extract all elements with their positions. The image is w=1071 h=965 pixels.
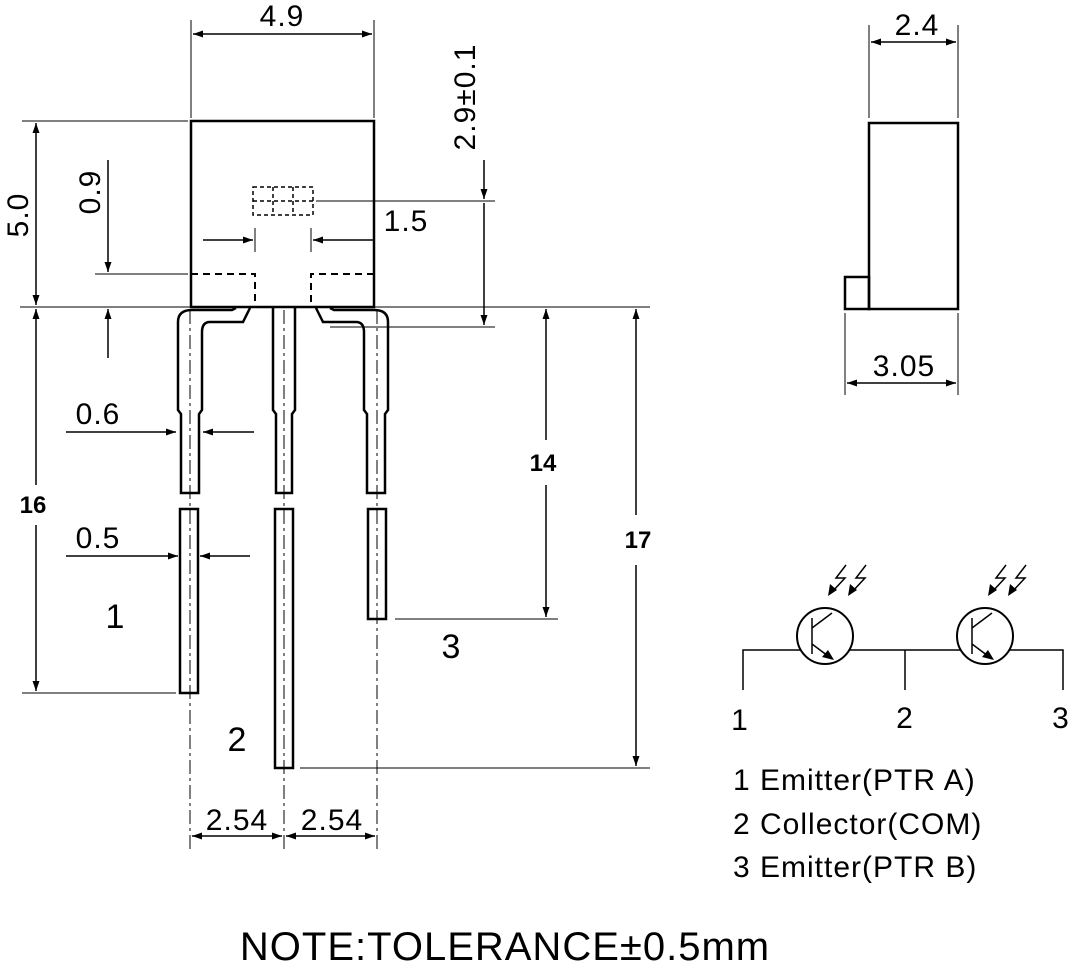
dim-lead-length-17: 17 [625,527,652,554]
dim-body-height: 5.0 [2,193,35,238]
sensor-window [252,186,314,216]
lead-1-upper [176,306,252,495]
leads [176,306,390,850]
tolerance-note: NOTE:TOLERANCE±0.5mm [240,925,770,965]
body-notch-right [310,273,374,307]
front-view [189,119,376,309]
side-body [867,121,960,311]
pin-label-1: 1 [106,598,125,636]
phototransistor-b-symbol [956,564,1027,665]
dim-side-depth: 2.4 [895,9,940,42]
legend-pin-1: 1 Emitter(PTR A) [733,764,976,797]
phototransistor-a-symbol [796,564,867,665]
dim-side-total: 3.05 [873,350,935,383]
dim-lead-width-lower: 0.5 [76,522,121,555]
dim-lens-height: 2.9±0.1 [449,44,482,151]
schematic-label-2: 2 [896,702,914,735]
schematic [742,564,1064,690]
dimension-lines [20,20,650,840]
dim-lead-length-16: 16 [20,492,47,519]
package-body [189,119,376,309]
legend-pin-3: 3 Emitter(PTR B) [733,851,977,884]
side-view [843,25,960,395]
dim-body-width: 4.9 [260,0,305,33]
lead-3-upper [314,306,390,495]
schematic-label-3: 3 [1052,702,1070,735]
side-tab [843,275,871,311]
dim-lens-width: 1.5 [384,205,429,238]
legend-pin-2: 2 Collector(COM) [733,808,982,841]
dim-pitch-right: 2.54 [301,804,363,837]
lead-1-lower [178,507,200,695]
schematic-label-1: 1 [731,704,749,737]
body-notch-left [191,273,256,307]
pin-label-3: 3 [442,628,461,666]
dim-pitch-left: 2.54 [206,804,268,837]
dim-lead-length-14: 14 [530,450,557,477]
pin-label-2: 2 [228,721,247,759]
dim-lead-width-upper: 0.6 [76,398,121,431]
dim-lens-offset: 0.9 [74,170,107,215]
